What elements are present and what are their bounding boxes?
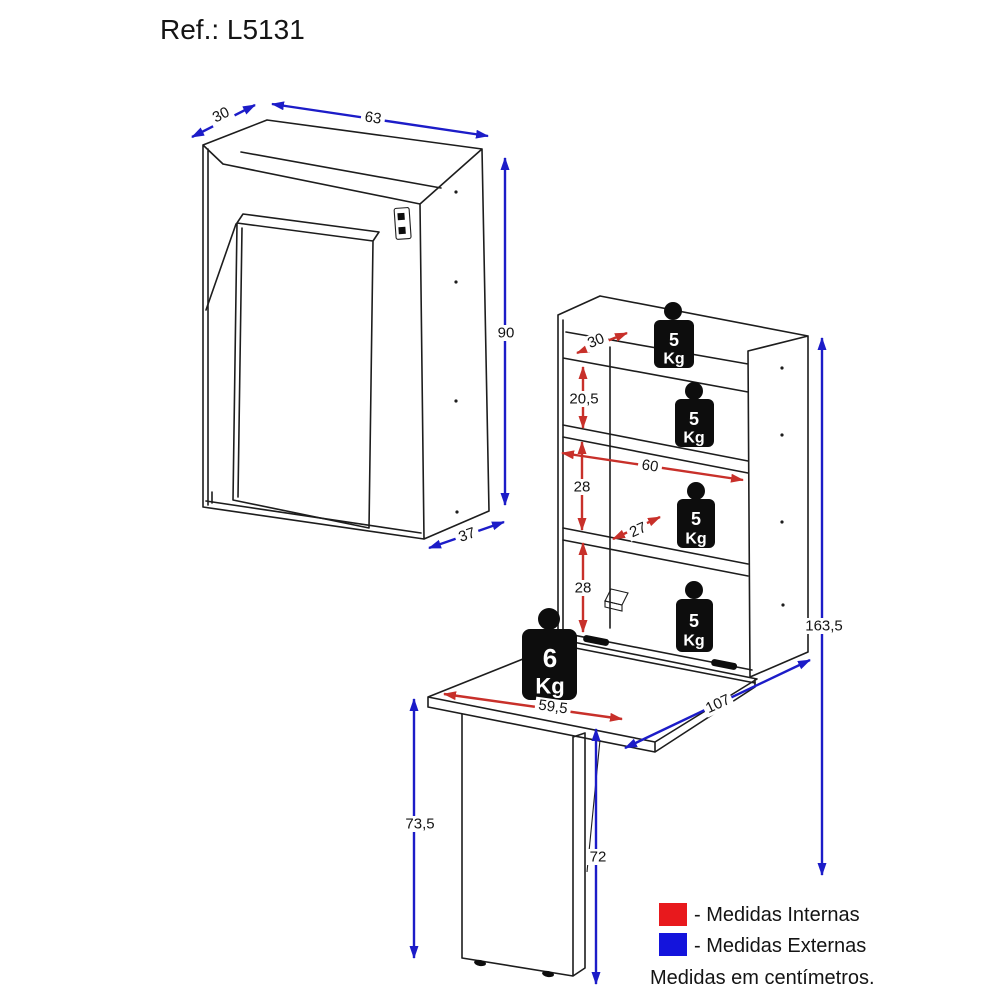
dim-desk-top-height: 73,5 (402, 698, 438, 959)
fold-down-desk (427, 640, 758, 753)
weight-unit: Kg (683, 430, 704, 447)
leg-feet (474, 959, 554, 978)
dim-label: 20,5 (569, 391, 598, 408)
weight-value: 5 (689, 611, 699, 631)
closed-cabinet-body (202, 119, 490, 540)
shelf-pin-holes (780, 366, 785, 607)
dim-label: 90 (498, 325, 515, 342)
weight-value: 5 (691, 509, 701, 529)
weight-value: 6 (543, 643, 557, 673)
weight-badge-shelf2: 5 Kg (677, 482, 715, 548)
dim-lower-compartment-height: 28 (572, 542, 594, 633)
weight-badge-shelf1: 5 Kg (675, 382, 714, 447)
dim-desk-width: 59,5 (443, 691, 623, 722)
dim-closed-width: 63 (271, 101, 489, 139)
weight-unit: Kg (683, 633, 704, 650)
legend-internal-swatch (659, 903, 687, 926)
legend: - Medidas Internas - Medidas Externas Me… (650, 903, 875, 989)
dim-label: 72 (590, 849, 607, 866)
dim-leg-height: 72 (587, 728, 609, 985)
weight-unit: Kg (685, 531, 706, 548)
door-handle (604, 588, 629, 612)
desk-leg (461, 713, 586, 977)
dim-label: 28 (574, 479, 591, 496)
dim-closed-top-depth: 30 (191, 102, 256, 139)
closed-cabinet-drawing: 30 63 90 37 (191, 101, 518, 550)
dim-label: 163,5 (805, 618, 843, 635)
dim-label: 63 (363, 108, 382, 127)
dim-label: 73,5 (405, 816, 434, 833)
weight-value: 5 (669, 330, 679, 350)
legend-internal-label: - Medidas Internas (694, 904, 860, 926)
page-title: Ref.: L5131 (160, 14, 305, 45)
open-cabinet-drawing: 5 Kg 5 Kg 5 Kg 5 Kg 6 Kg (402, 295, 846, 985)
weight-badge-desk: 6 Kg (522, 608, 577, 700)
dim-closed-bottom-depth: 37 (428, 520, 505, 550)
dim-label: 60 (640, 456, 659, 475)
legend-external-label: - Medidas Externas (694, 935, 866, 957)
weight-badge-top: 5 Kg (654, 302, 694, 368)
dim-closed-height: 90 (494, 157, 518, 506)
dim-label: 28 (575, 580, 592, 597)
weight-value: 5 (689, 409, 699, 429)
dim-label: 30 (585, 330, 607, 352)
weight-unit: Kg (663, 351, 684, 368)
dim-label: 37 (456, 524, 477, 546)
closed-cabinet-door (205, 213, 380, 529)
dim-internal-width: 60 (561, 450, 744, 483)
weight-badge-bottom-shelf: 5 Kg (676, 581, 713, 652)
legend-units-note: Medidas em centímetros. (650, 967, 875, 989)
dim-total-height: 163,5 (802, 337, 846, 876)
shelf-pin-holes (454, 190, 459, 514)
legend-external-swatch (659, 933, 687, 956)
dim-top-compartment-height: 20,5 (566, 366, 602, 429)
weight-unit: Kg (535, 674, 564, 699)
dim-open-total-depth: 107 (624, 658, 811, 750)
dim-label: 30 (210, 104, 232, 127)
dim-label: 59,5 (537, 697, 568, 718)
dim-shelf-depth: 27 (612, 515, 661, 542)
dim-upper-compartment-height: 28 (571, 441, 593, 531)
dim-label: 27 (627, 519, 649, 541)
dim-top-shelf-depth: 30 (576, 329, 628, 355)
door-hinge-bracket (393, 207, 412, 240)
